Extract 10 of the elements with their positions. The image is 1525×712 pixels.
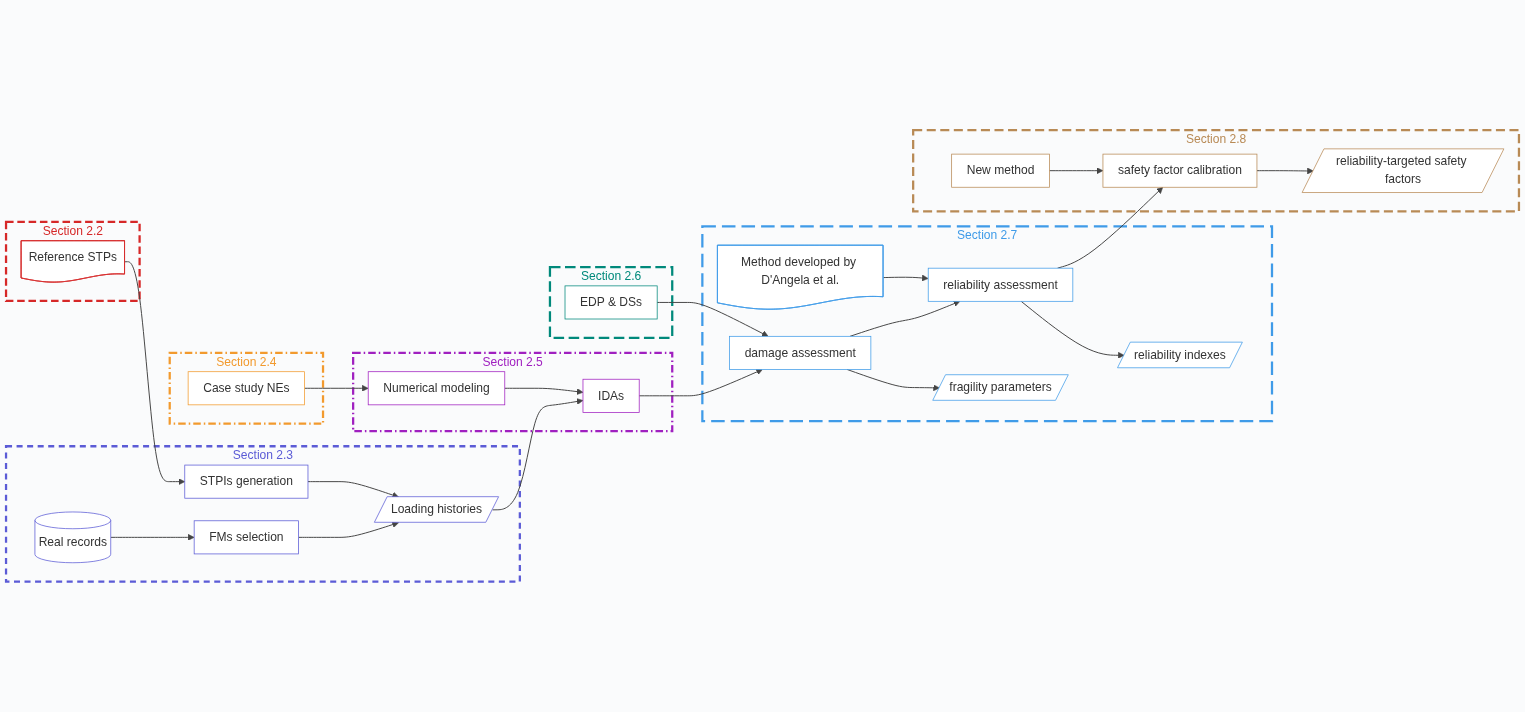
node-box: damage assessment: [729, 336, 872, 371]
node-box: EDP & DSs: [564, 285, 658, 320]
node-box: safety factor calibration: [1102, 153, 1258, 188]
node-box: FMs selection: [193, 520, 299, 555]
node-box: reliability assessment: [927, 268, 1074, 302]
node-box: STPIs generation: [184, 464, 309, 499]
node-box: New method: [951, 153, 1050, 188]
node-box: Numerical modeling: [367, 371, 506, 406]
node-box: IDAs: [582, 379, 640, 413]
node-box: Case study NEs: [187, 371, 305, 406]
